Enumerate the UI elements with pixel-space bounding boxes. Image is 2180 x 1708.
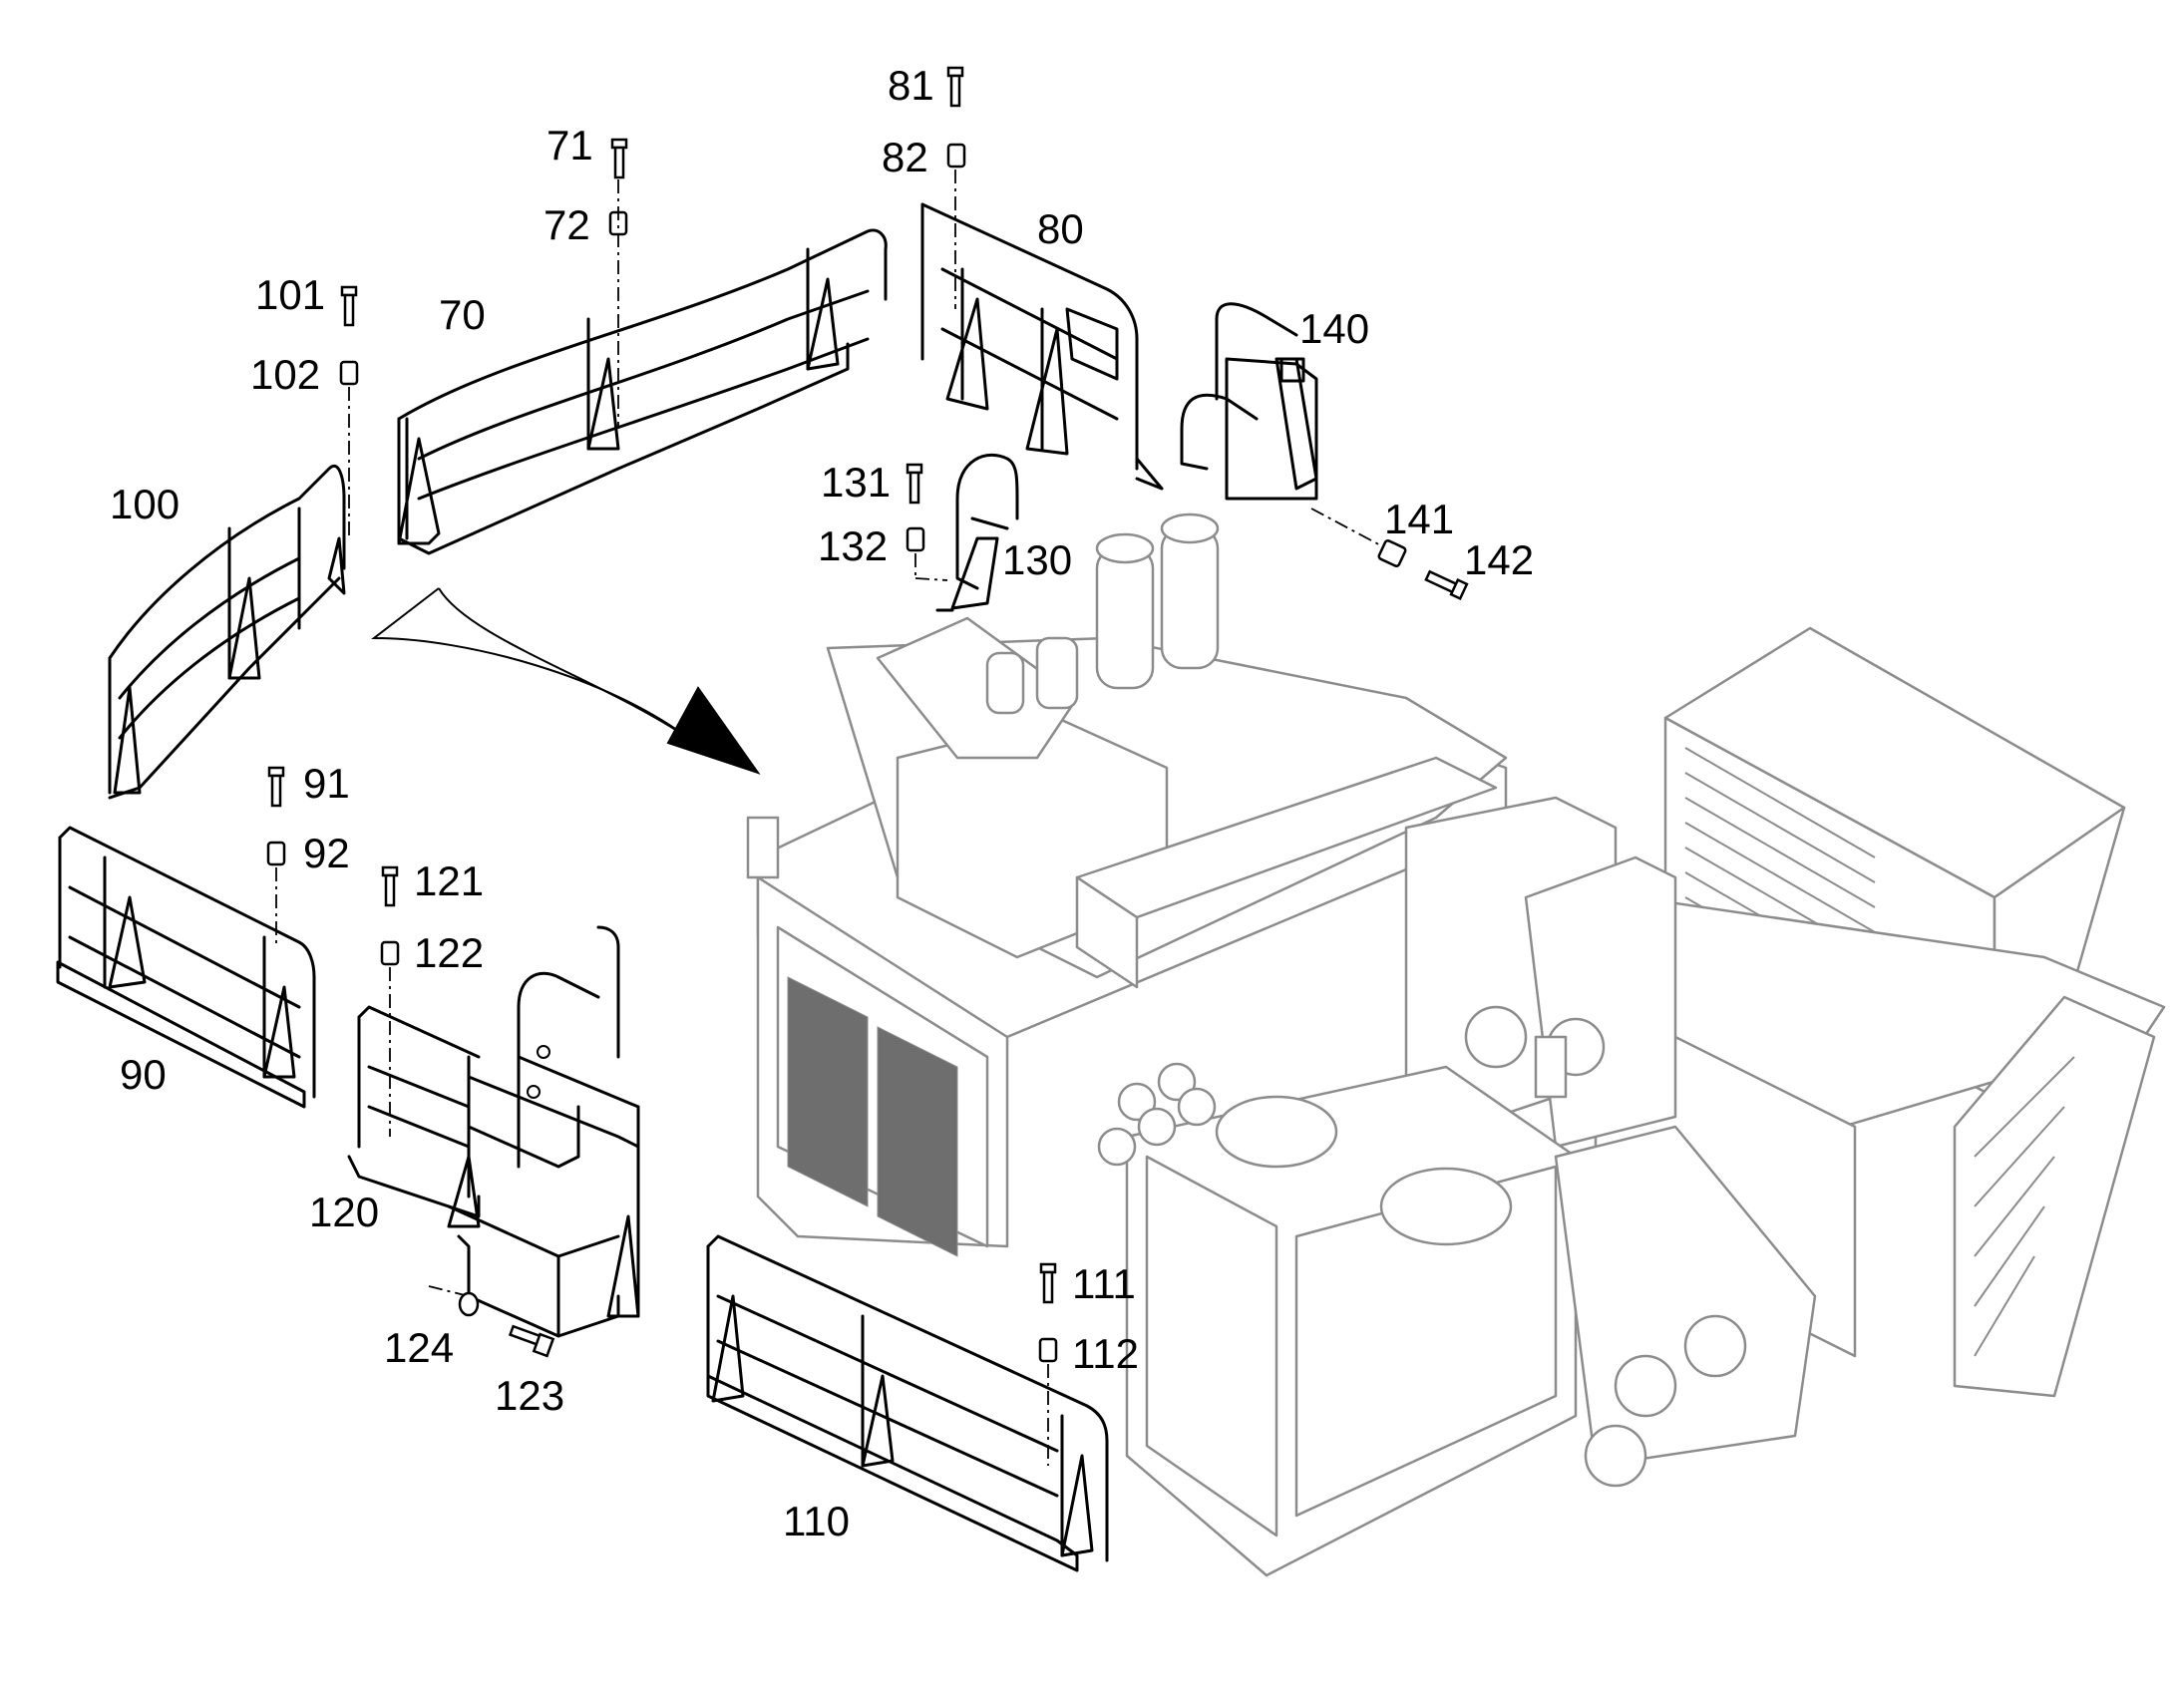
callout-100: 100: [110, 481, 180, 527]
callout-80: 80: [1037, 205, 1084, 252]
callout-91: 91: [303, 760, 350, 807]
callout-140: 140: [1299, 305, 1369, 352]
part-100-guardrail: [108, 465, 346, 800]
part-120-stair-rail: [347, 925, 640, 1338]
part-80-guardrail: [920, 202, 1164, 491]
callout-130: 130: [1002, 536, 1072, 583]
callout-70: 70: [439, 291, 486, 338]
part-110-guardrail: [706, 1234, 1109, 1572]
bushing-132-icon: [906, 526, 925, 552]
callout-110: 110: [783, 1498, 850, 1544]
callout-71: 71: [546, 122, 593, 169]
callout-131: 131: [821, 459, 891, 506]
callout-121: 121: [414, 857, 484, 904]
bushing-112-icon: [1038, 1337, 1058, 1363]
fasteners: [266, 66, 1469, 1466]
callout-142: 142: [1464, 536, 1534, 583]
curved-arrow-icon: [371, 587, 761, 775]
part-140-handrail: [1180, 302, 1318, 501]
bushing-141-icon: [1377, 539, 1407, 567]
washer-124-icon: [458, 1291, 480, 1317]
callout-102: 102: [250, 351, 320, 398]
callout-122: 122: [414, 929, 484, 976]
machine-body: [746, 512, 2166, 1577]
bushing-102-icon: [339, 360, 359, 386]
callout-123: 123: [495, 1372, 564, 1419]
callout-101: 101: [255, 271, 325, 318]
part-90-guardrail: [56, 826, 316, 1109]
callout-labels: 81 82 71 72 80 101 70 140 102 131 100 14…: [110, 62, 1534, 1544]
part-70-guardrail: [397, 228, 888, 555]
callout-72: 72: [544, 201, 590, 248]
callout-82: 82: [882, 134, 928, 180]
bushing-82-icon: [946, 143, 966, 169]
callout-90: 90: [120, 1051, 167, 1098]
part-130-handle: [935, 453, 1019, 612]
callout-112: 112: [1072, 1330, 1139, 1377]
callout-141: 141: [1384, 496, 1454, 542]
callout-111: 111: [1072, 1260, 1136, 1307]
callout-81: 81: [888, 62, 934, 109]
bushing-122-icon: [380, 940, 400, 966]
callout-92: 92: [303, 830, 350, 876]
callout-132: 132: [818, 522, 888, 569]
callout-120: 120: [309, 1189, 379, 1235]
bushing-92-icon: [266, 841, 286, 866]
callout-124: 124: [384, 1324, 454, 1371]
